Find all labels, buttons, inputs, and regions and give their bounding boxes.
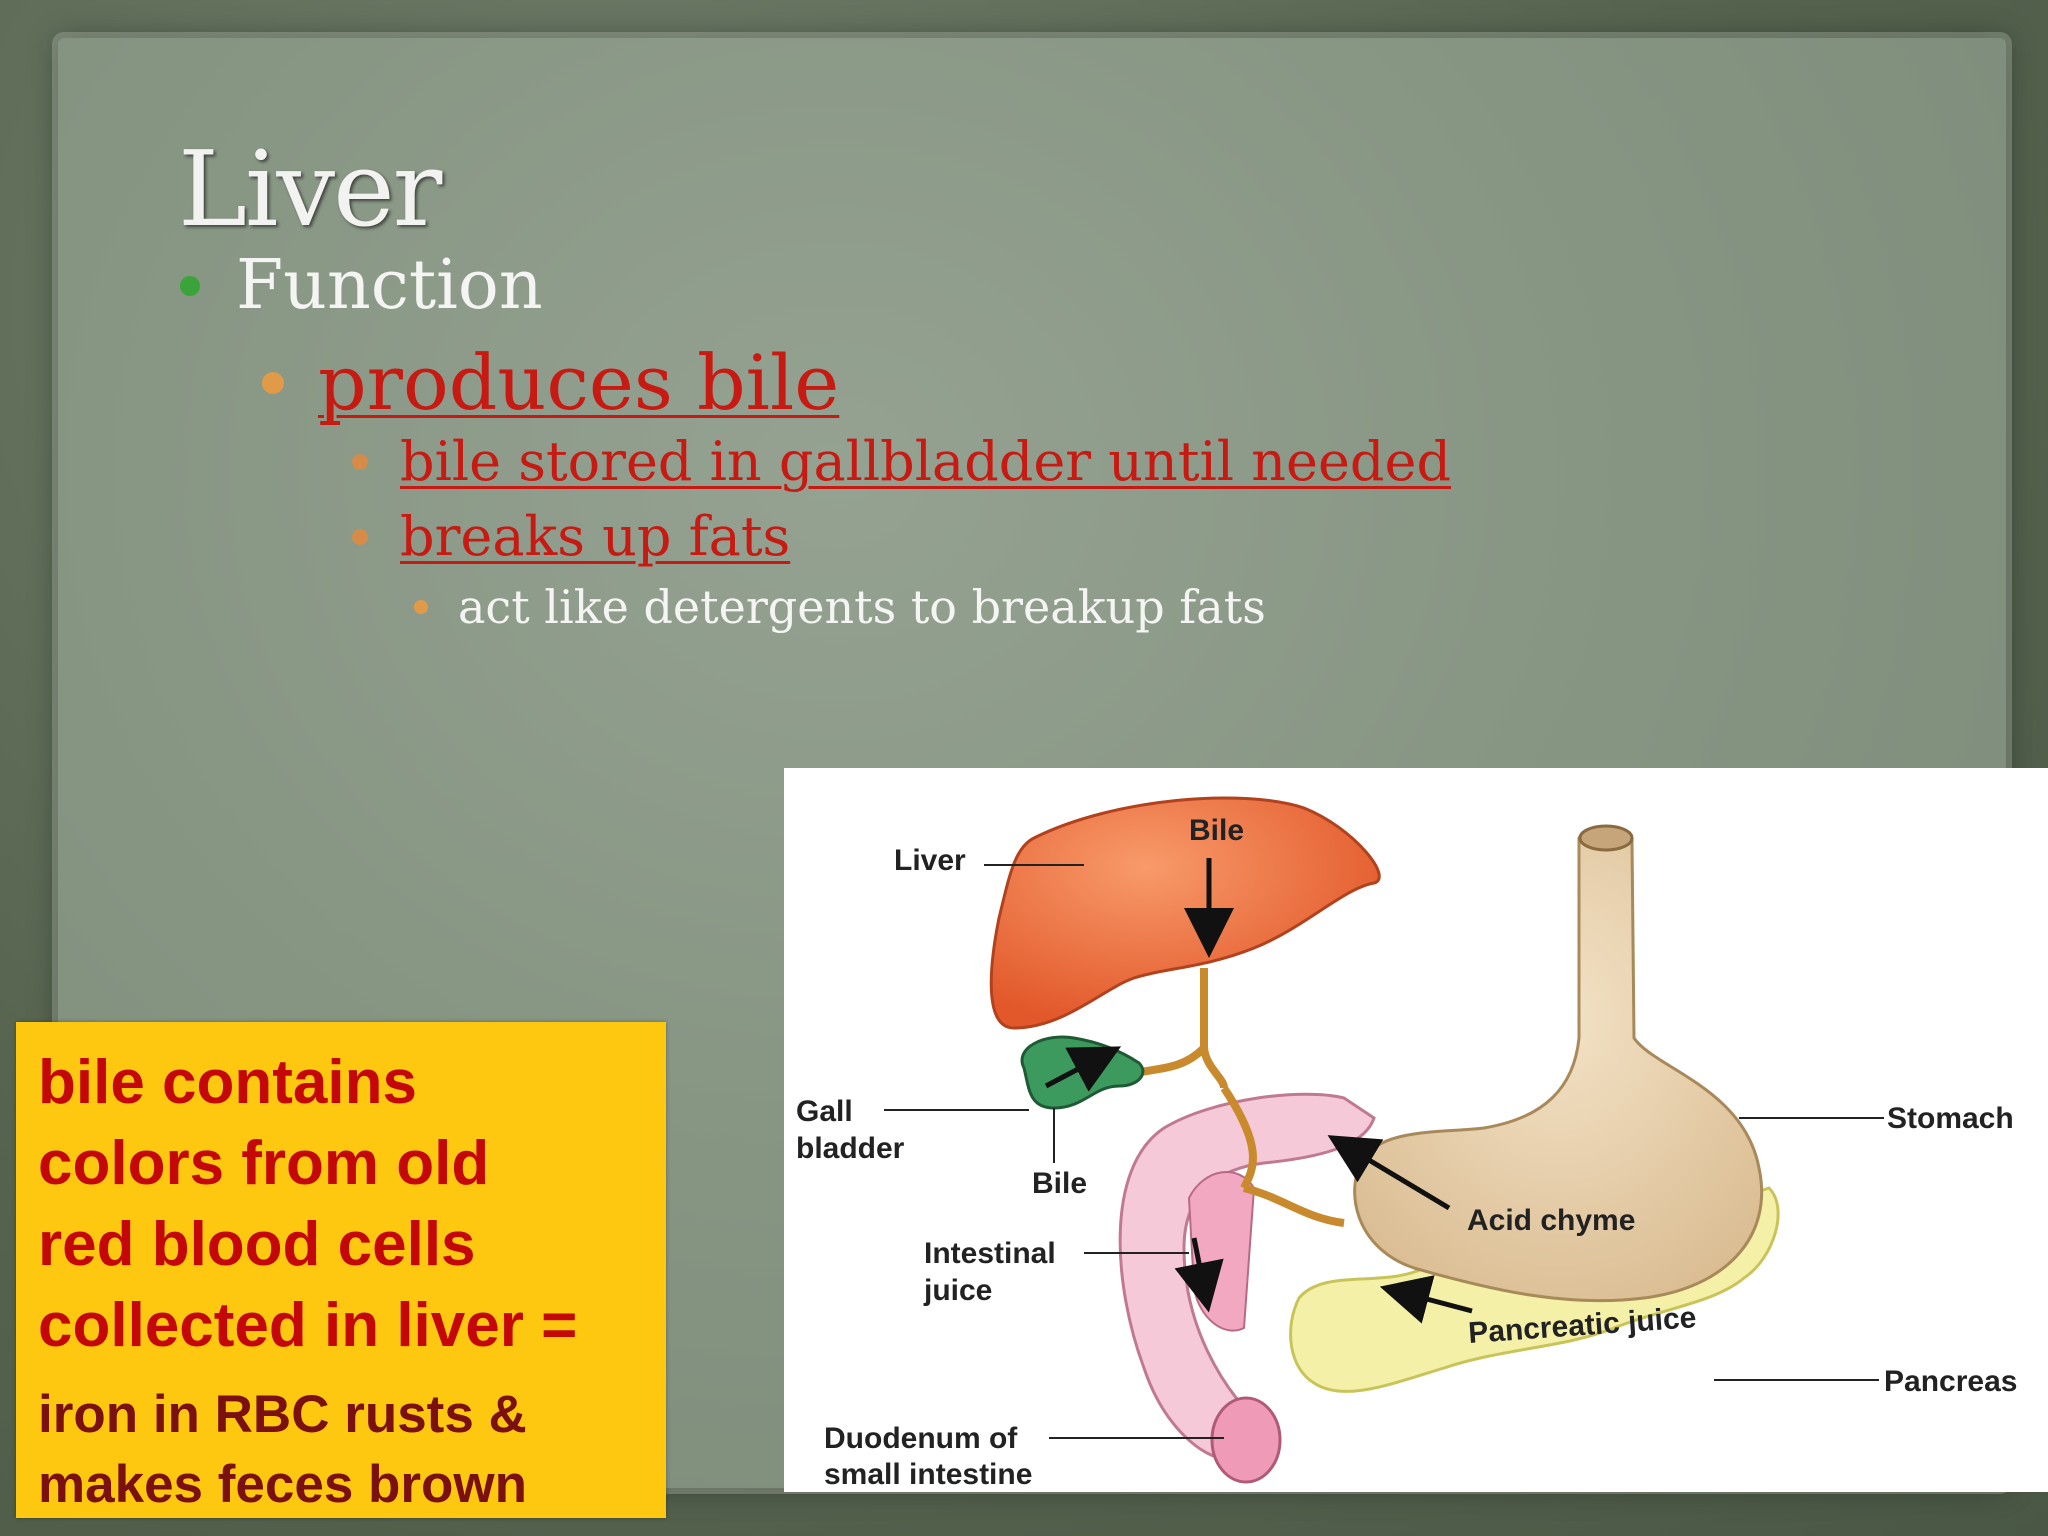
bullet-dot-icon xyxy=(352,528,368,545)
label-gall-2: bladder xyxy=(796,1132,905,1165)
gallbladder-shape xyxy=(1020,1035,1145,1110)
note-line: collected in liver = xyxy=(38,1291,578,1360)
bullet-produces-bile: produces bile xyxy=(262,338,839,427)
note-line: red blood cells xyxy=(38,1210,476,1279)
bullet-dot-icon xyxy=(180,275,200,296)
bullet-text: act like detergents to breakup fats xyxy=(458,580,1266,634)
gallbladder-arrow xyxy=(1044,1046,1122,1092)
label-pancreas: Pancreas xyxy=(1884,1365,2017,1398)
label-intestinal-2: juice xyxy=(923,1274,992,1307)
note-line: bile contains xyxy=(38,1048,417,1117)
bullet-breaks-up-fats: breaks up fats xyxy=(352,505,790,568)
note-line: makes feces brown xyxy=(38,1455,528,1514)
pancreatic-arrow xyxy=(1379,1275,1473,1324)
esophagus-opening xyxy=(1578,824,1634,852)
bullet-function: Function xyxy=(180,246,543,325)
label-stomach: Stomach xyxy=(1887,1102,2014,1135)
bullet-text: breaks up fats xyxy=(400,505,791,568)
note-line: iron in RBC rusts & xyxy=(38,1385,527,1444)
label-intestinal-1: Intestinal xyxy=(924,1237,1056,1270)
label-bile-bottom: Bile xyxy=(1032,1167,1087,1200)
bullet-text: produces bile xyxy=(318,338,840,427)
bullet-text: Function xyxy=(236,246,543,325)
intestinal-arrow xyxy=(1174,1237,1224,1313)
label-liver: Liver xyxy=(894,844,966,877)
acid-chyme-arrow xyxy=(1327,1135,1451,1211)
label-gall-1: Gall xyxy=(796,1095,853,1128)
label-duodenum-1: Duodenum of xyxy=(824,1422,1018,1455)
bullet-dot-icon xyxy=(414,600,428,614)
digestive-diagram: Liver Bile Gall bladder Bile Intestinal … xyxy=(784,768,2048,1492)
bullet-bile-stored: bile stored in gallbladder until needed xyxy=(352,430,1451,493)
bullet-text: bile stored in gallbladder until needed xyxy=(400,430,1452,493)
duodenum-opening xyxy=(1210,1396,1282,1484)
note-line: colors from old xyxy=(38,1129,490,1198)
label-duodenum-2: small intestine xyxy=(824,1458,1032,1491)
label-acid-chyme: Acid chyme xyxy=(1467,1204,1635,1237)
bullet-dot-icon xyxy=(262,371,284,394)
slide-title: Liver xyxy=(178,128,442,250)
bullet-detergents: act like detergents to breakup fats xyxy=(414,580,1266,634)
stomach-shape xyxy=(1353,828,1764,1303)
bullet-dot-icon xyxy=(352,453,368,470)
pancreatic-duct xyxy=(1243,1184,1345,1227)
liver-shape xyxy=(989,796,1381,1030)
label-bile-top: Bile xyxy=(1189,814,1244,847)
note-box: bile contains colors from old red blood … xyxy=(16,1022,666,1518)
